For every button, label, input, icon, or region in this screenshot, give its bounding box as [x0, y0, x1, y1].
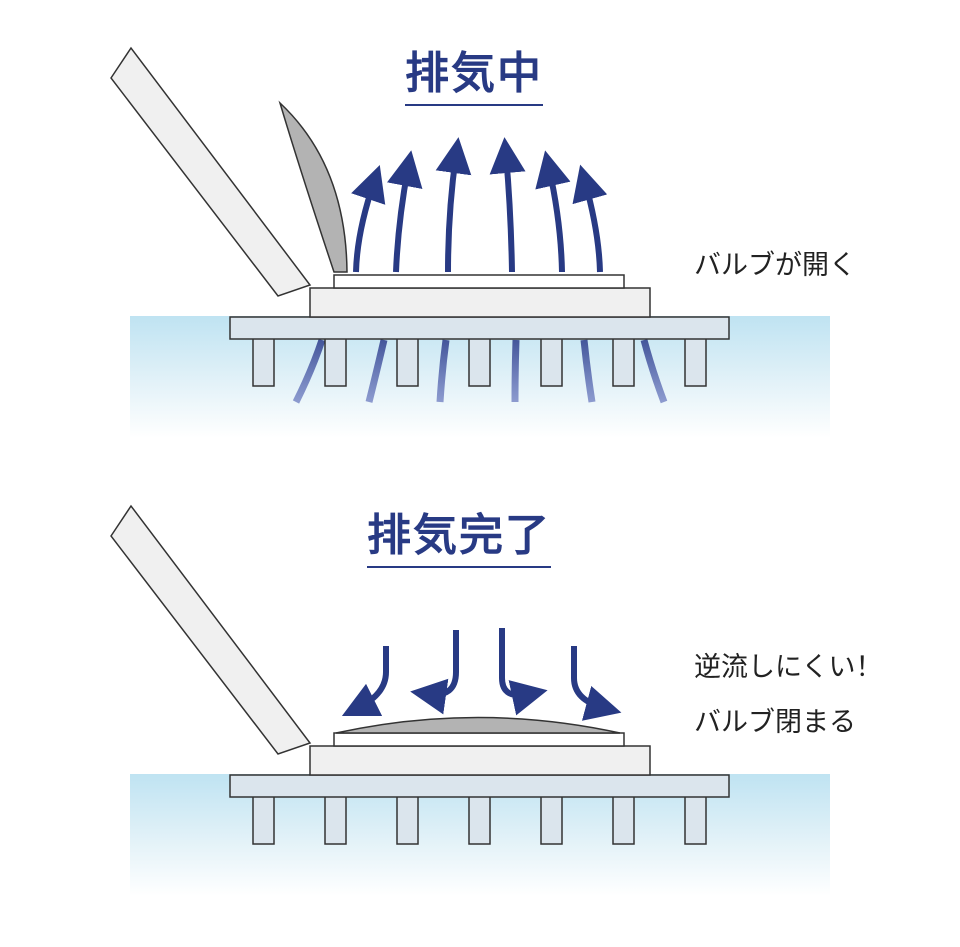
- bottom-panel: [110, 504, 830, 896]
- base-plate: [229, 774, 730, 798]
- note-valve-opens: バルブが開く: [694, 250, 856, 281]
- arrow-hook: [410, 630, 459, 715]
- lid-open: [110, 504, 312, 755]
- arrow-up: [489, 137, 526, 273]
- note-backflow: 逆流しにくい！: [694, 652, 883, 683]
- arrow-up: [387, 150, 423, 273]
- arrow-up: [572, 164, 608, 273]
- support-pegs: [252, 795, 707, 845]
- top-panel: [110, 46, 830, 438]
- valve-seat: [333, 732, 625, 747]
- valve-seat: [333, 274, 625, 289]
- title-exhausting: 排気中: [405, 52, 543, 106]
- arrow-hook: [499, 628, 548, 716]
- flow-lines-below: [292, 338, 668, 404]
- base-plate: [229, 316, 730, 340]
- lid-open: [110, 46, 312, 297]
- valve-flap-open: [278, 100, 348, 273]
- arrow-hook: [341, 646, 389, 717]
- deflected-arrows: [341, 628, 622, 721]
- arrow-up: [435, 137, 472, 273]
- arrow-up: [535, 150, 571, 273]
- note-valve-closes: バルブ閉まる: [694, 707, 856, 738]
- valve-flap-closed: [335, 716, 621, 734]
- support-pegs: [252, 337, 707, 387]
- arrow-up: [351, 164, 386, 273]
- valve-body: [309, 745, 651, 776]
- title-exhaust-complete: 排気完了: [367, 514, 551, 568]
- valve-body: [309, 287, 651, 318]
- exhaust-arrows: [351, 137, 608, 273]
- arrow-hook: [571, 646, 622, 721]
